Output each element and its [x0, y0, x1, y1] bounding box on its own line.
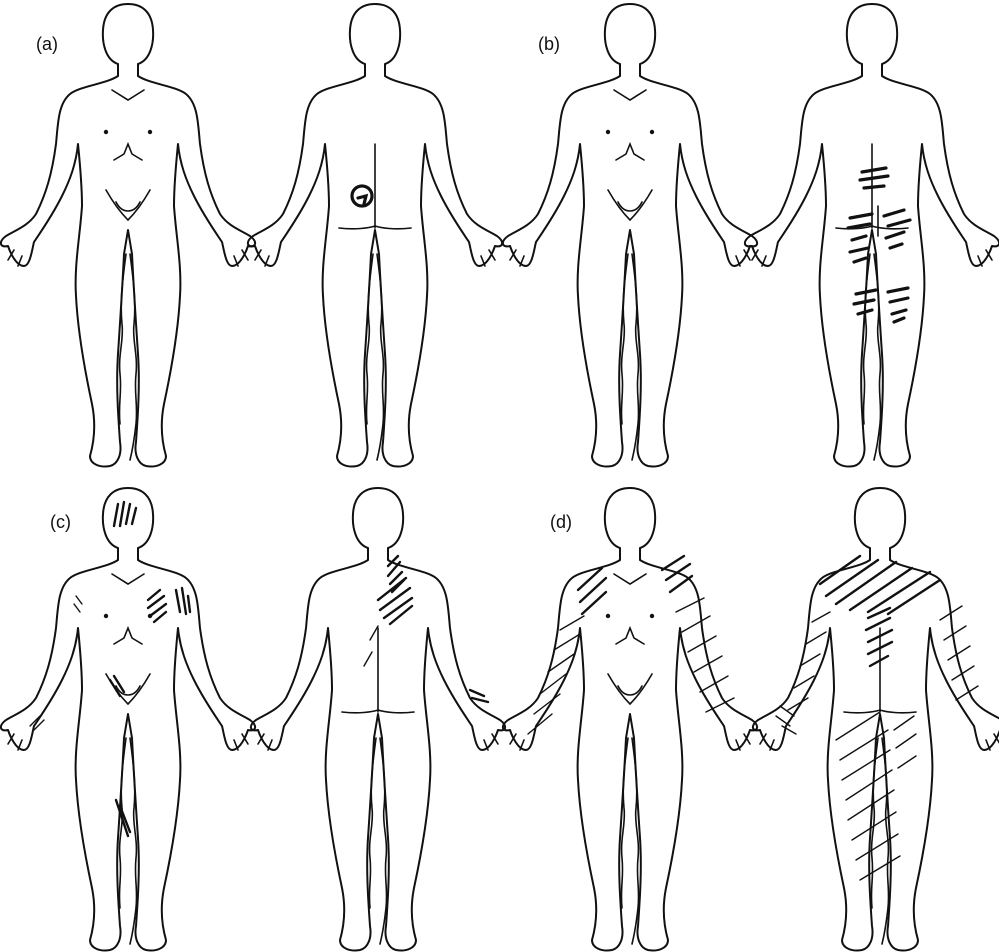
panel-label-c: (c) [50, 512, 71, 532]
panel-c [1, 488, 505, 951]
panel-d-pain-marking [528, 556, 978, 880]
panel-b-back-body [745, 4, 999, 467]
panel-b [503, 4, 999, 467]
panel-label-b: (b) [538, 34, 560, 54]
panel-d-front-body [503, 488, 757, 951]
panel-label-d: (d) [550, 512, 572, 532]
panel-c-back-body [251, 488, 505, 951]
panel-c-front-body [1, 488, 255, 951]
panel-a-pain-marking [352, 186, 372, 206]
panel-d [503, 488, 999, 951]
panel-c-pain-marking [30, 502, 488, 836]
panel-a [1, 4, 502, 467]
panel-a-front-body [1, 4, 255, 467]
panel-d-back-body [753, 488, 999, 951]
panel-b-front-body [503, 4, 757, 467]
panel-label-a: (a) [36, 34, 58, 54]
panel-a-back-body [248, 4, 502, 467]
